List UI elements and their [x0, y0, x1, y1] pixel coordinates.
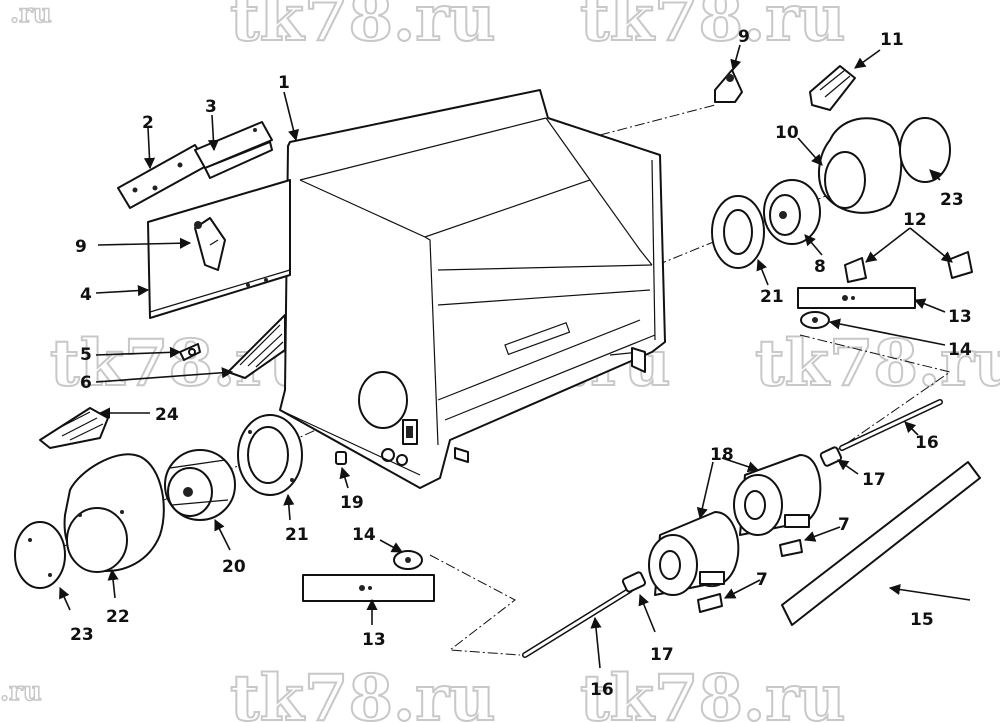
- filter-grille-6: [227, 314, 286, 379]
- blower-opening: [358, 371, 408, 429]
- blower-wheel-right: [763, 179, 821, 245]
- mounting-rail-13-lower: [302, 574, 435, 602]
- cover-plate-left: [14, 521, 66, 589]
- callout-11: 11: [880, 30, 904, 50]
- watermark-bottom-left-fragment: .ru: [0, 677, 42, 707]
- callout-21-left: 21: [285, 525, 309, 545]
- callout-9-right: 9: [738, 27, 750, 47]
- mounting-rail-13-right: [797, 287, 916, 309]
- callout-1: 1: [278, 73, 290, 93]
- callout-22: 22: [106, 607, 130, 627]
- callout-17-lower: 17: [650, 645, 674, 665]
- mounting-clip-7-lower: [697, 593, 723, 613]
- callout-3: 3: [205, 97, 217, 117]
- callout-23-left: 23: [70, 625, 94, 645]
- watermark-top-center: tk78.ru: [230, 0, 496, 56]
- callout-14-right: 14: [948, 340, 972, 360]
- fin-assembly-24: [39, 407, 109, 449]
- mounting-clip-7-upper: [779, 539, 803, 557]
- watermark-top-left-fragment: .ru: [10, 0, 52, 29]
- coupling-17-right: [819, 446, 843, 467]
- callout-16-lower: 16: [590, 680, 614, 700]
- callout-12: 12: [903, 210, 927, 230]
- callout-7-lower: 7: [756, 570, 768, 590]
- watermark-mid-right: tk78.ru: [755, 326, 1000, 401]
- callout-6: 6: [80, 373, 92, 393]
- blower-housing-left: [63, 453, 165, 573]
- watermark-bottom-right: tk78.ru: [580, 661, 846, 723]
- callout-17-right: 17: [862, 470, 886, 490]
- callout-14-lower: 14: [352, 525, 376, 545]
- callout-13-lower: 13: [362, 630, 386, 650]
- flange-14-lower: [393, 550, 423, 570]
- callout-19: 19: [340, 493, 364, 513]
- callout-5: 5: [80, 345, 92, 365]
- callout-13-right: 13: [948, 307, 972, 327]
- callout-15: 15: [910, 610, 934, 630]
- callout-7-upper: 7: [838, 515, 850, 535]
- callout-4: 4: [80, 285, 92, 305]
- shaft-16-lower: [522, 587, 633, 658]
- callout-18: 18: [710, 445, 734, 465]
- motor-18-upper: [733, 454, 822, 536]
- latch-bracket-left: [194, 217, 226, 271]
- latch-bracket-right: [714, 69, 743, 103]
- grommet-19: [335, 451, 347, 465]
- main-housing: [279, 89, 666, 489]
- clip-12-right: [947, 251, 973, 279]
- callout-20: 20: [222, 557, 246, 577]
- callout-9-left: 9: [75, 237, 87, 257]
- callout-2: 2: [142, 113, 154, 133]
- callout-16-right: 16: [915, 433, 939, 453]
- inlet-ring-right: [711, 195, 765, 269]
- mounting-bracket-2: [117, 144, 209, 209]
- inlet-ring-left: [237, 414, 303, 496]
- motor-18-lower: [648, 511, 740, 596]
- coupling-17-lower: [621, 571, 647, 593]
- blower-wheel-left: [164, 449, 236, 521]
- mounting-bracket-3: [194, 121, 273, 179]
- callout-21-right: 21: [760, 287, 784, 307]
- shaft-16-right: [839, 399, 943, 451]
- callout-10: 10: [775, 123, 799, 143]
- callout-8: 8: [814, 257, 826, 277]
- callout-24: 24: [155, 405, 179, 425]
- cover-panel-15: [781, 461, 981, 626]
- watermark-bottom-center: tk78.ru: [230, 661, 496, 723]
- fin-assembly-11: [809, 65, 856, 111]
- callout-labels: 1 2 3 4 5 6 7 7 8 9 9 10 11 12 13 13 14 …: [70, 27, 972, 700]
- blower-housing-right: [818, 117, 903, 214]
- flange-14-right: [800, 311, 830, 329]
- watermark-top-right: tk78.ru: [580, 0, 846, 56]
- fastener-5: [179, 343, 201, 361]
- leader-lines: [59, 44, 971, 669]
- cover-plate-right: [899, 117, 951, 183]
- clip-12-left: [844, 257, 867, 283]
- callout-23-right: 23: [940, 190, 964, 210]
